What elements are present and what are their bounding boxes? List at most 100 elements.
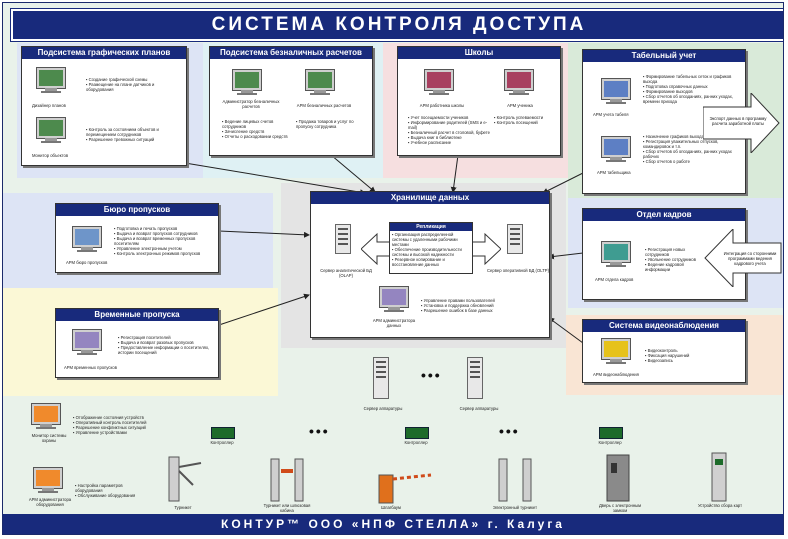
bullets-bureau: Подготовка и печать пропусковВыдача и во…	[114, 226, 216, 256]
gate-cabin-icon	[270, 458, 304, 502]
server-icon	[467, 357, 483, 399]
ellipsis-controllers-1: •••	[309, 423, 330, 439]
caption-controller-2: Контроллер	[404, 440, 428, 445]
caption-payments-admin: Администратор безналичных расчетов	[222, 99, 280, 109]
monitor-icon	[601, 241, 631, 267]
bullets-hr: Регистрация новых сотрудниковУвольнение …	[645, 247, 707, 272]
panel-title: Система видеонаблюдения	[583, 320, 745, 332]
bullets-timekeeper: Назначение графиков выхода сотрудникамРе…	[643, 134, 743, 164]
panel-cashless-payments: Подсистема безналичных расчетов Админист…	[209, 46, 373, 156]
controller-icon	[405, 427, 429, 439]
panel-title: Подсистема графических планов	[22, 47, 186, 59]
monitor-icon	[601, 78, 631, 104]
caption-timekeeper: АРМ табельщика	[597, 170, 631, 175]
panel-title: Бюро пропусков	[56, 204, 218, 216]
caption-school-worker: АРМ работника школы	[419, 103, 465, 108]
caption-payments-arm: АРМ безналичных расчетов	[296, 103, 352, 108]
door-lock-icon	[606, 454, 630, 502]
caption-hardware-server-2: Сервер аппаратуры	[459, 406, 499, 411]
monitor-icon	[424, 69, 454, 95]
monitor-icon	[305, 69, 335, 95]
panel-title: Хранилище данных	[311, 192, 549, 204]
footer-bar: КОНТУР™ ООО «НПФ СТЕЛЛА» г. Калуга	[3, 514, 783, 534]
controller-icon	[599, 427, 623, 439]
import-caption: Интеграция со сторонними программами вед…	[723, 251, 777, 266]
server-icon	[335, 224, 351, 254]
monitor-icon	[504, 69, 534, 95]
panel-schools: Школы АРМ работника школы АРМ ученика Уч…	[397, 46, 561, 156]
monitor-icon	[72, 329, 102, 355]
caption-gate-cabin: Турникет или шлюзовая кабина	[263, 503, 311, 513]
panel-data-storage: Хранилище данных Сервер аналитической БД…	[310, 191, 550, 338]
replication-box: Репликация Организация распределенной си…	[389, 222, 473, 274]
caption-card-collector: Устройство сбора карт	[697, 503, 743, 508]
caption-student: АРМ ученика	[507, 103, 533, 108]
turnstile-icon	[168, 456, 202, 502]
caption-turnstile: Турникет	[174, 505, 192, 510]
panel-pass-bureau: Бюро пропусков АРМ бюро пропусков Подгот…	[55, 203, 219, 273]
panel-title: Подсистема безналичных расчетов	[210, 47, 372, 59]
caption-hr-arm: АРМ отдела кадров	[595, 277, 634, 282]
replication-title: Репликация	[390, 223, 472, 231]
bullets-payments-admin: Ведение лицевых счетов сотрудниковЗачисл…	[222, 119, 292, 139]
caption-hardware-server-1: Сервер аппаратуры	[363, 406, 403, 411]
bullets-video: ВидеоконтрольФиксация нарушенийВидеозапи…	[645, 348, 705, 363]
caption-temporary-arm: АРМ временных пропусков	[64, 365, 117, 370]
ellipsis-controllers-2: •••	[499, 423, 520, 439]
panel-title: Табельный учет	[583, 50, 745, 62]
bullets-school-worker: Учет посещаемости учениковИнформирование…	[408, 115, 492, 145]
panel-graphic-plans: Подсистема графических планов Дизайнер п…	[21, 46, 187, 166]
bullets-object-monitor: Контроль за состоянием объектов и переме…	[86, 127, 182, 142]
barrier-icon	[378, 473, 432, 504]
caption-electronic-turnstile: Электронный турникет	[492, 505, 538, 510]
monitor-icon	[232, 69, 262, 95]
bullets-timesheet-arm: Формирование табельных сеток и графиков …	[643, 74, 743, 104]
caption-barrier: Шлагбаум	[381, 505, 401, 510]
bullets-temporary: Регистрация посетителейВыдача и возврат …	[118, 335, 216, 355]
monitor-icon	[36, 117, 66, 143]
caption-door-lock: Дверь с электронным замком	[598, 503, 642, 513]
caption-security-monitor: Монитор системы охраны	[31, 433, 67, 443]
import-arrow	[704, 229, 782, 287]
caption-object-monitor: Монитор объектов	[32, 153, 69, 158]
bullets-plan-designer: Создание графической схемыРазмещение на …	[86, 77, 182, 92]
bullets-payments-arm: Продажа товаров и услуг по пропуску сотр…	[296, 119, 368, 129]
caption-data-admin: АРМ администратора данных	[372, 318, 416, 328]
card-collector-icon	[711, 452, 727, 502]
panel-temporary-passes: Временные пропуска АРМ временных пропуск…	[55, 308, 219, 378]
panel-title: Временные пропуска	[56, 309, 218, 321]
controller-icon	[211, 427, 235, 439]
server-icon	[373, 357, 389, 399]
monitor-icon	[379, 286, 409, 312]
caption-bureau-arm: АРМ бюро пропусков	[66, 260, 108, 265]
bullets-security-monitor: Отображение состояния устройствОперативн…	[73, 415, 153, 435]
caption-plan-designer: Дизайнер планов	[32, 103, 66, 108]
caption-oltp-server: Сервер оперативной БД (OLTP)	[487, 268, 549, 273]
monitor-icon	[601, 136, 631, 162]
monitor-icon	[31, 403, 61, 429]
caption-timesheet-arm: АРМ учета табеля	[593, 112, 629, 117]
electronic-turnstile-icon	[498, 458, 532, 502]
bullets-hardware-admin: Настройка параметров оборудованияОбслужи…	[75, 483, 145, 498]
monitor-icon	[72, 226, 102, 252]
panel-video: Система видеонаблюдения АРМ видеонаблюде…	[582, 319, 746, 383]
page-title: СИСТЕМА КОНТРОЛЯ ДОСТУПА	[10, 8, 783, 42]
bullets-replication: Организация распределенной системы с уда…	[392, 232, 470, 267]
server-icon	[507, 224, 523, 254]
caption-controller-3: Контроллер	[598, 440, 622, 445]
export-caption: Экспорт данных в программу расчета зараб…	[709, 116, 767, 126]
caption-controller-1: Контроллер	[210, 440, 234, 445]
caption-hardware-admin: АРМ администратора оборудования	[28, 497, 72, 507]
caption-olap-server: Сервер аналитической БД (OLAP)	[320, 268, 372, 278]
caption-video-arm: АРМ видеонаблюдения	[593, 372, 639, 377]
bullets-student: Контроль успеваемостиКонтроль посещений	[494, 115, 556, 125]
export-arrow	[703, 93, 780, 153]
monitor-icon	[33, 467, 63, 493]
ellipsis-servers: •••	[421, 367, 442, 383]
monitor-icon	[601, 338, 631, 364]
panel-title: Отдел кадров	[583, 209, 745, 221]
monitor-icon	[36, 67, 66, 93]
panel-title: Школы	[398, 47, 560, 59]
bullets-data-admin: Управление правами пользователейУстановк…	[421, 298, 543, 313]
